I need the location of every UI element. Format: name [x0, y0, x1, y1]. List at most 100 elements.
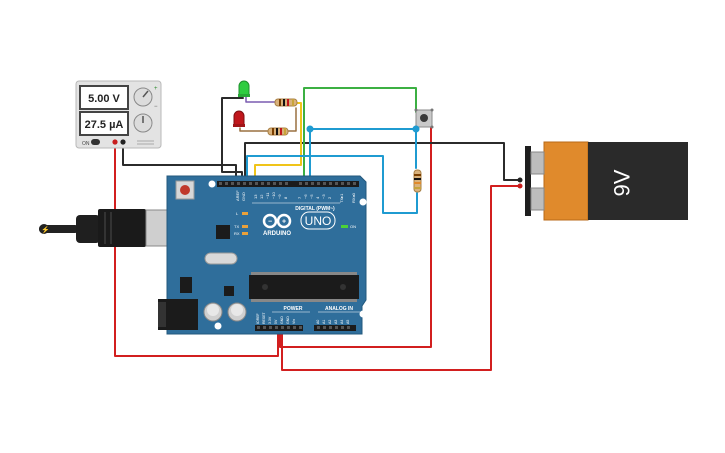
tx-pin-label: TX▸1: [339, 193, 344, 203]
digital-pin-label: ~5: [309, 194, 314, 199]
analog-pin-label: A1: [322, 320, 326, 324]
usb-cable-strain-relief: [76, 215, 100, 243]
on-label: ON: [82, 141, 90, 147]
capacitor-1-top: [207, 304, 219, 316]
resistor-pulldown[interactable]: [413, 169, 422, 193]
push-button-pin-4: [430, 125, 434, 129]
wire-red-supply[interactable]: [114, 141, 279, 357]
dc-power-jack-front: [158, 302, 166, 327]
voltage-knob-marker: [142, 90, 149, 98]
voltage-display: [79, 85, 129, 110]
rx-led-label: RX: [234, 231, 240, 236]
digital-pin-label: ~6: [303, 194, 308, 199]
wire-black-supply[interactable]: [122, 141, 237, 184]
led-red[interactable]: [233, 110, 245, 127]
voltage-regulator: [180, 277, 192, 293]
digital-header-pins: [219, 182, 356, 185]
analog-label: ANALOG IN: [325, 306, 353, 312]
minus-label: −: [154, 104, 158, 110]
arduino-logo-plus: +: [282, 219, 286, 226]
junction-dot[interactable]: [306, 125, 314, 133]
arduino-uno-board[interactable]: AREF GND 13 12 ~11 ~10 ~9 8 7 ~6 ~5 4 ~3…: [158, 175, 367, 335]
battery-contact-top: [530, 151, 545, 175]
digital-pin-label: ~11: [265, 192, 270, 199]
power-pin-label: GND: [286, 316, 290, 324]
resistor-band-3: [280, 128, 282, 135]
digital-pin-label: ~10: [271, 191, 276, 199]
power-pin-label: RESET: [262, 311, 266, 324]
mounting-hole: [214, 322, 222, 330]
resistor-band-1: [279, 99, 281, 106]
push-button-pin-1: [414, 108, 418, 112]
wire-green[interactable]: [303, 87, 417, 184]
gnd-pin-label: GND: [241, 192, 246, 201]
wire-black-battery[interactable]: [244, 142, 521, 184]
terminal-negative[interactable]: [120, 139, 126, 145]
reset-button[interactable]: [180, 185, 190, 195]
tx-led-indicator: [242, 225, 248, 228]
led-l-indicator: [242, 212, 248, 215]
mounting-hole: [208, 180, 216, 188]
crystal-oscillator: [204, 252, 238, 265]
power-header: [255, 325, 303, 331]
mounting-hole: [359, 310, 367, 318]
power-label: POWER: [284, 306, 303, 312]
mounting-hole: [359, 198, 367, 206]
push-button-cap[interactable]: [420, 114, 428, 122]
resistor-red-led[interactable]: [267, 127, 289, 136]
digital-pin-label: ~9: [277, 194, 282, 199]
wire-yellow[interactable]: [254, 102, 302, 184]
uno-badge: [300, 211, 336, 230]
terminal-positive[interactable]: [112, 139, 118, 145]
digital-pin-label: 4: [315, 196, 320, 199]
resistor-band-2: [283, 99, 285, 106]
resistor-band-1: [414, 174, 421, 176]
wire-red-battery[interactable]: [281, 185, 521, 371]
atmega-notch: [262, 284, 268, 290]
led-green-lead: [245, 96, 276, 103]
battery-terminal-negative[interactable]: [517, 177, 523, 183]
current-display: [79, 111, 129, 136]
led-red-dome: [233, 110, 245, 126]
digital-pin-label: ~3: [321, 194, 326, 199]
power-pin-label: GND: [280, 316, 284, 324]
analog-pin-label: A4: [340, 320, 344, 324]
analog-pin-label: A5: [346, 320, 350, 324]
resistor-band-3: [414, 182, 421, 184]
led-green[interactable]: [238, 80, 250, 97]
tx-led-label: TX: [234, 224, 239, 229]
push-button-pin-2: [430, 108, 434, 112]
led-red-base: [233, 124, 245, 127]
power-supply[interactable]: 5.00 V 27.5 µA + − ON: [75, 80, 162, 149]
power-switch[interactable]: [91, 139, 100, 145]
wire-red-switch[interactable]: [279, 127, 432, 348]
analog-pin-label: A3: [334, 320, 338, 324]
resistor-band-4: [284, 128, 286, 135]
push-button[interactable]: [414, 108, 434, 129]
resistor-band-4: [292, 99, 294, 106]
arduino-brand-label: ARDUINO: [263, 231, 291, 237]
led-green-dome: [238, 80, 250, 96]
wire-blue-loop[interactable]: [246, 155, 418, 214]
battery-9v[interactable]: 9V: [517, 141, 689, 221]
usb-cable-cord: [39, 225, 79, 233]
arduino-logo-minus: −: [268, 219, 272, 226]
rx-pin-label: RX◂0: [351, 192, 356, 203]
battery-orange-sleeve: [543, 141, 589, 221]
uno-label: UNO: [305, 214, 332, 228]
resistor-band-2: [276, 128, 278, 135]
resistor-green-led[interactable]: [274, 98, 298, 107]
junction-dot[interactable]: [412, 125, 420, 133]
atmega-notch: [340, 284, 346, 290]
rx-led-indicator: [242, 232, 248, 235]
digital-label: DIGITAL (PWM~): [295, 206, 335, 212]
analog-pin-label: A2: [328, 320, 332, 324]
small-chip: [224, 286, 234, 296]
battery-terminal-cap: [525, 146, 531, 216]
on-led-label: ON: [350, 224, 356, 229]
power-pin-label: IOREF: [256, 313, 260, 324]
aref-pin-label: AREF: [235, 190, 240, 201]
arduino-logo-icon: [262, 213, 292, 229]
power-pin-label: 3.3V: [268, 316, 272, 324]
battery-terminal-positive[interactable]: [517, 183, 523, 189]
